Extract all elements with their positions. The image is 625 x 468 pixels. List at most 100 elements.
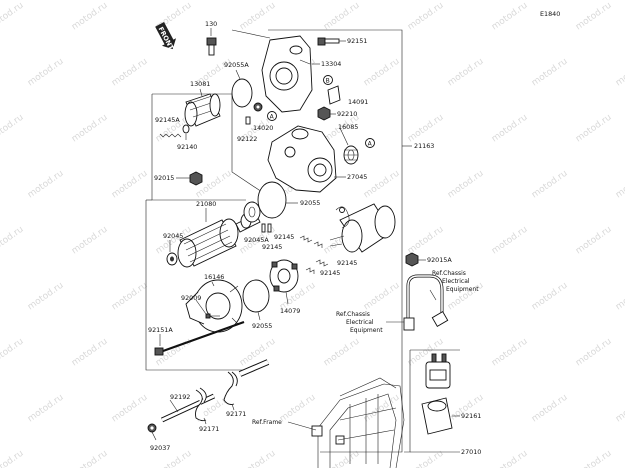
pin-92122[interactable] [245,116,251,125]
part-label-92171-a: 92171 [226,410,246,418]
part-label-92015A: 92015A [427,256,452,264]
starter-cable[interactable] [403,274,449,331]
o-ring-92055A[interactable] [231,78,253,108]
watermark-text: motod.ru [110,57,150,89]
starter-relay-27010[interactable] [425,353,451,389]
bolt-92151A[interactable] [154,320,245,356]
bracket-14091[interactable] [327,85,341,105]
watermark-text: motod.ru [70,225,110,257]
watermark-text: motod.ru [70,113,110,145]
watermark-text: motod.ru [362,169,402,201]
watermark-text: motod.ru [530,169,570,201]
part-label-92171-b: 92171 [199,425,219,433]
screw-92009[interactable] [205,313,220,319]
o-ring-92055-upper[interactable] [257,181,287,219]
relay-holder-92161[interactable] [421,397,453,435]
marker-a-2: A [365,138,375,148]
part-label-92192: 92192 [170,393,190,401]
armature-21080[interactable] [177,213,261,268]
brush-92145-b[interactable] [313,241,323,248]
spring-92145A[interactable] [159,133,182,138]
watermark-text: motod.ru [322,449,362,468]
bolt-92151[interactable] [317,37,346,46]
part-label-92055-lower: 92055 [252,322,272,330]
front-arrow-icon [155,22,177,50]
washer-92045A[interactable] [261,223,272,233]
svg-text:Ref.Chassis: Ref.Chassis [336,311,370,318]
watermark-text: motod.ru [490,337,530,369]
brush-holder-14079[interactable] [269,259,299,293]
svg-text:Ref.Chassis: Ref.Chassis [432,270,466,277]
watermark-text: motod.ru [0,225,26,257]
rear-cover-16146[interactable] [185,279,243,333]
part-label-27010: 27010 [461,448,481,456]
nut-92037[interactable] [147,423,157,433]
part-label-27045: 27045 [347,173,367,181]
part-label-21163: 21163 [414,142,434,150]
part-label-92161: 92161 [461,412,481,420]
watermark-text: motod.ru [26,169,66,201]
part-label-92009: 92009 [181,294,201,302]
part-label-14091: 14091 [348,98,368,106]
part-label-92037: 92037 [150,444,170,452]
assembly-bracket-21163 [268,29,403,453]
ref-label-chassis-right: Ref.Chassis Electrical Equipment [432,270,479,293]
bearing-armature[interactable] [243,201,261,223]
o-ring-92055-lower[interactable] [242,279,270,313]
watermark-text: motod.ru [530,393,570,425]
watermark-text: motod.ru [490,449,530,468]
watermark-text: motod.ru [0,449,26,468]
nut-92015[interactable] [189,171,203,186]
nut-92015A[interactable] [405,252,419,267]
lower-bracket [145,200,254,371]
watermark-text: motod.ru [0,113,26,145]
watermark-text: motod.ru [574,1,614,33]
watermark-text: motod.ru [322,1,362,33]
watermark-text: motod.ru [362,281,402,313]
part-label-14079: 14079 [280,307,300,315]
watermark-text: motod.ru [490,1,530,33]
brush-92145-c[interactable] [315,259,329,267]
gear-case[interactable] [267,125,337,193]
watermark-text: motod.ru [362,57,402,89]
leader-line [231,29,271,39]
part-label-13081: 13081 [190,80,210,88]
clutch-13081[interactable] [184,93,221,127]
part-label-16085: 16085 [338,123,358,131]
part-label-92210: 92210 [337,110,357,118]
part-label-92140: 92140 [177,143,197,151]
nut-92210[interactable] [317,106,331,121]
brush-92145-a[interactable] [299,235,313,243]
part-label-92145-a: 92145 [274,233,294,241]
washer-92140[interactable] [182,124,190,134]
bearing-16085[interactable] [343,145,359,165]
clamp-92171-a[interactable] [223,371,238,405]
frame-section [311,377,405,468]
svg-text:A: A [270,114,275,121]
bolt-130[interactable] [206,28,217,56]
hose-upper[interactable] [238,359,270,377]
watermark-text: motod.ru [614,281,625,313]
watermark-text: motod.ru [490,225,530,257]
part-label-92145-b: 92145 [262,243,282,251]
watermark-text: motod.ru [574,449,614,468]
brush-92145-d[interactable] [305,267,315,274]
marker-a: A [267,111,277,121]
part-label-130: 130 [205,20,217,28]
watermark-text: motod.ru [110,281,150,313]
watermark-text: motod.ru [614,169,625,201]
part-label-16146: 16146 [204,273,224,281]
part-label-14020: 14020 [253,124,273,132]
watermark-text: motod.ru [0,337,26,369]
watermark-text: motod.ru [26,57,66,89]
watermark-text: motod.ru [110,169,150,201]
watermark-text: motod.ru [110,393,150,425]
gear-14020[interactable] [253,102,263,112]
watermark-text: motod.ru [406,449,446,468]
clamp-92171-b[interactable] [195,387,207,422]
svg-text:Electrical: Electrical [346,319,374,326]
ref-label-frame: Ref.Frame [252,419,282,426]
housing-13304[interactable] [261,35,313,113]
part-label-13304: 13304 [321,60,341,68]
yoke-field-coil[interactable] [329,203,396,253]
